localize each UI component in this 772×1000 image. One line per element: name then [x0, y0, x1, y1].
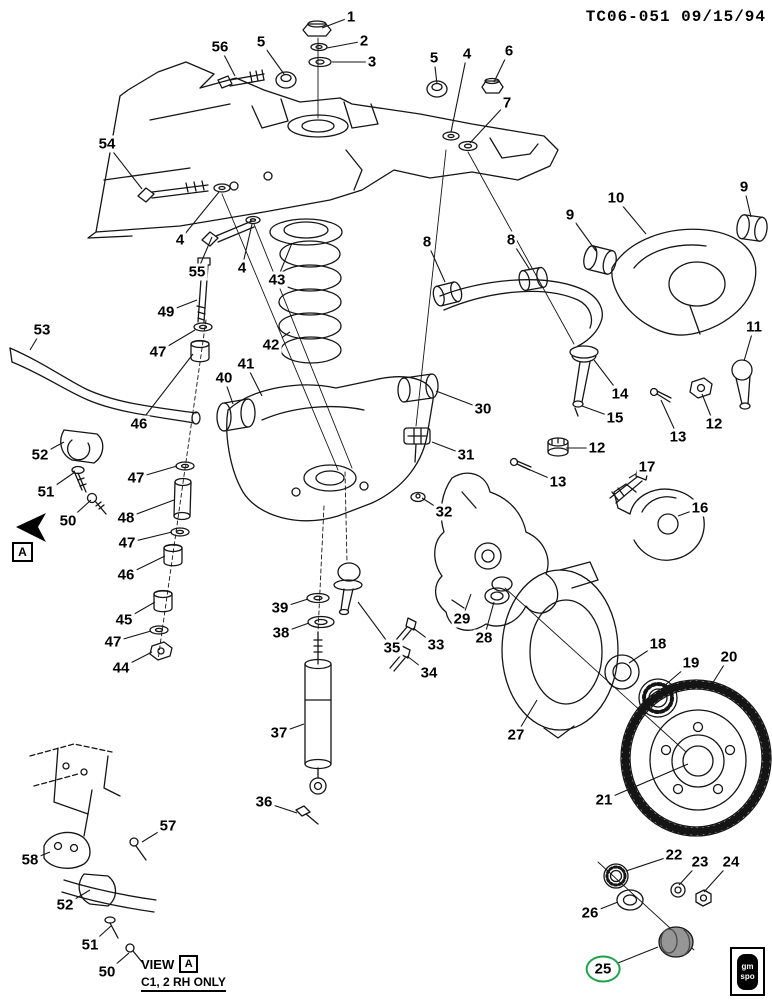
- part-upper-control-arm: [583, 214, 768, 336]
- alignment-axes: [157, 37, 695, 951]
- gm-spo-logo: gm spo: [730, 947, 765, 996]
- part-bolt-51a: [71, 465, 87, 493]
- gm-logo-top: gm: [741, 962, 754, 972]
- part-screw-50a: [86, 492, 107, 515]
- part-dust-cap-25: [658, 926, 694, 958]
- part-ball-joint-11: [731, 359, 753, 410]
- part-caliper-16: [613, 483, 705, 561]
- drawing-title: TC06-051 09/15/94: [585, 8, 766, 26]
- part-pin-13a: [649, 387, 672, 403]
- part-bolt-36: [295, 805, 319, 825]
- part-frame-crossmember: [87, 61, 559, 239]
- part-upper-ball-joint: [569, 345, 599, 417]
- part-bearing-22: [603, 863, 629, 889]
- part-splash-shield-27: [501, 561, 619, 739]
- part-nut-32: [410, 491, 426, 503]
- part-bushing-30: [397, 373, 439, 403]
- part-lower-ball-joint: [306, 562, 363, 629]
- part-bushing-9-right: [736, 214, 768, 242]
- part-seal-28: [484, 587, 510, 605]
- view-a-note: VIEW A C1, 2 RH ONLY: [141, 955, 226, 992]
- part-clamp-52a: [60, 429, 104, 464]
- part-nut-12b: [547, 437, 569, 457]
- part-lower-control-arm: [226, 376, 434, 522]
- part-bearing-race-18: [604, 654, 640, 690]
- part-view-a-detail: [29, 743, 157, 963]
- gm-logo-bottom: spo: [740, 971, 755, 981]
- part-nut-24: [695, 889, 712, 907]
- part-rotor-20: [620, 679, 772, 837]
- part-bushing-9-left: [583, 245, 617, 275]
- part-stabilizer-bar: [9, 347, 201, 425]
- section-a-marker-box: A: [12, 542, 33, 562]
- part-bump-stop-31: [403, 427, 431, 463]
- part-upper-link: [432, 266, 603, 347]
- view-a-inline-marker-box: A: [179, 955, 199, 973]
- part-shock-37: [304, 631, 332, 795]
- part-steering-knuckle: [434, 472, 559, 631]
- section-arrow-icon: [16, 513, 46, 542]
- part-seal-26: [616, 889, 644, 911]
- part-nut-12a: [689, 377, 713, 399]
- view-label: VIEW: [141, 956, 175, 972]
- part-bushing-40: [216, 398, 256, 432]
- part-washer-23: [670, 882, 686, 898]
- view-note-text: C1, 2 RH ONLY: [141, 975, 226, 992]
